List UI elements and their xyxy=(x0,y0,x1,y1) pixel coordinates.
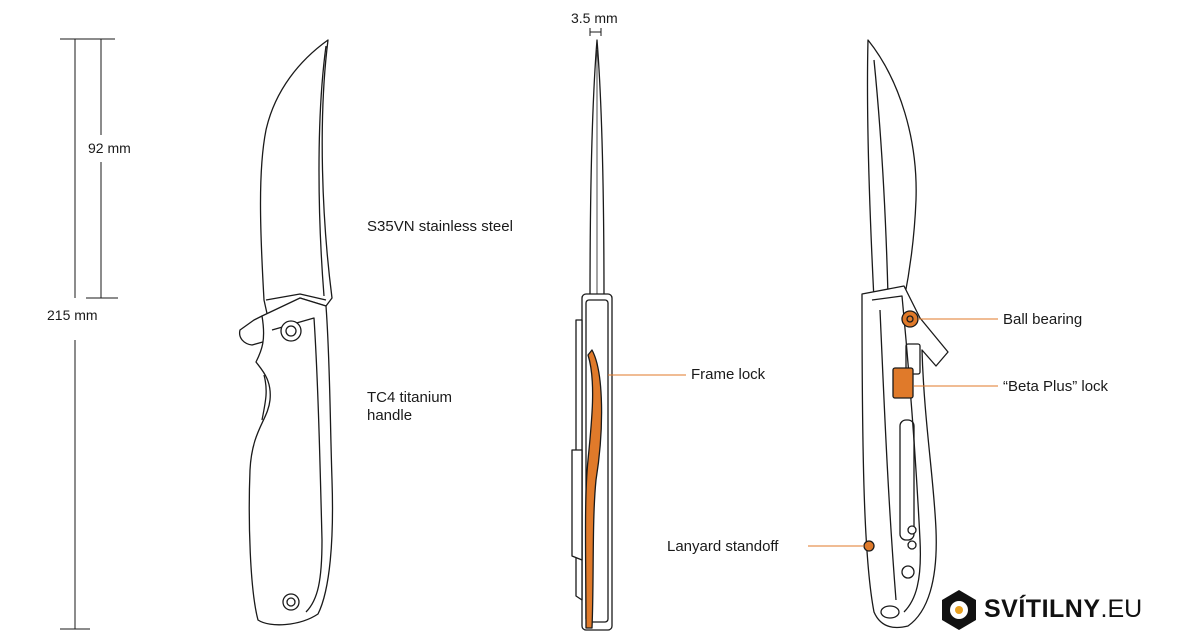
knife-back-view xyxy=(861,39,949,629)
frame-lock-part xyxy=(584,349,603,629)
ball-bearing-label: Ball bearing xyxy=(1003,311,1083,328)
handle-profile xyxy=(248,297,334,626)
brand-name: SVÍTILNY xyxy=(984,594,1101,623)
frame-lock-label: Frame lock xyxy=(691,366,766,383)
knife-spine-view xyxy=(571,39,613,631)
overall-length-label: 215 mm xyxy=(47,307,98,323)
blade-length-label: 92 mm xyxy=(88,140,131,156)
beta-plus-lock-label: “Beta Plus” lock xyxy=(1003,378,1109,395)
leader-lines xyxy=(608,318,998,547)
brand-logo: SVÍTILNY .EU xyxy=(936,586,1142,632)
blade-thickness-label: 3.5 mm xyxy=(571,10,618,26)
lanyard-standoff-label: Lanyard standoff xyxy=(667,538,779,555)
knife-side-view xyxy=(238,39,334,626)
brand-logo-icon xyxy=(942,590,976,630)
handle-material-label: TC4 titanium handle xyxy=(367,389,453,424)
beta-plus-lock-part xyxy=(892,367,914,399)
brand-tld: .EU xyxy=(1100,594,1143,623)
ball-bearing-part xyxy=(901,310,919,328)
dimension-lines xyxy=(60,28,602,630)
lanyard-standoff-part xyxy=(863,540,875,552)
blade-profile xyxy=(259,39,333,319)
blade-steel-label: S35VN stainless steel xyxy=(367,218,513,235)
